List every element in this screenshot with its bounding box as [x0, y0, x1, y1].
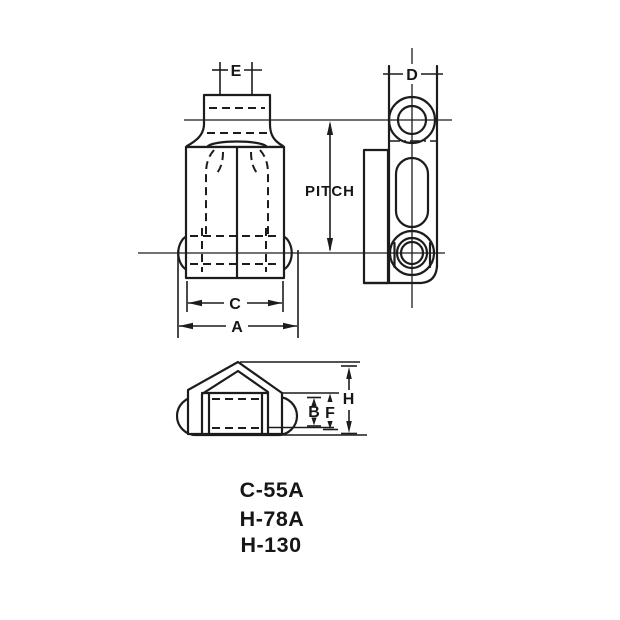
dim-label-pitch: PITCH: [305, 183, 355, 200]
bottom-peak-inner: [200, 369, 270, 436]
dim-label-b: B: [308, 404, 320, 421]
dim-label-h: H: [343, 391, 355, 408]
bottom-reference-lines: [240, 361, 367, 436]
dimension-f: F: [323, 393, 338, 431]
front-body-outline: [184, 145, 286, 280]
dimension-a: A: [177, 250, 299, 338]
dimension-c: C: [186, 281, 284, 313]
dim-label-e: E: [231, 63, 242, 80]
part-number-2: H-78A: [240, 507, 305, 531]
front-view: [177, 93, 293, 280]
dim-label-f: F: [325, 405, 335, 422]
side-slot-outline: [394, 156, 430, 229]
side-plate-bottom-edge: [362, 264, 439, 285]
side-view: [362, 64, 439, 285]
side-flange-outline: [362, 148, 390, 285]
dimension-d: D: [383, 67, 443, 84]
front-shoulder-curve: [206, 140, 268, 148]
bottom-peak-outer: [186, 360, 284, 436]
centerlines: [138, 48, 452, 308]
dimension-e: E: [212, 62, 262, 95]
dim-label-a: A: [231, 319, 243, 336]
front-neck-outline: [184, 93, 286, 149]
dimension-h: H: [341, 365, 357, 435]
bottom-view: [175, 360, 299, 437]
bottom-hidden-lines: [212, 398, 259, 429]
dim-label-c: C: [229, 296, 241, 313]
dimension-pitch: PITCH: [305, 121, 355, 252]
part-number-3: H-130: [240, 533, 301, 557]
dimension-b: B: [307, 396, 321, 427]
front-hidden-lines: [190, 107, 281, 272]
dim-label-d: D: [406, 67, 418, 84]
part-number-list: C-55A H-78A H-130: [240, 478, 305, 557]
part-number-1: C-55A: [240, 478, 305, 502]
